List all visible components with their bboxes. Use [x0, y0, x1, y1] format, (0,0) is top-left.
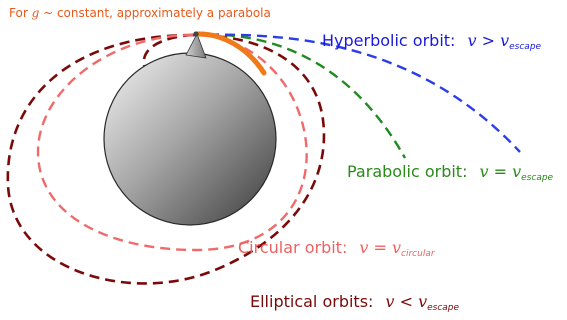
hyperbolic-orbit-name: Hyperbolic orbit: [322, 31, 455, 50]
circular-v-base: v [392, 238, 401, 257]
planet [104, 53, 276, 225]
mountain [186, 34, 206, 58]
elliptical-v-base: v [418, 292, 427, 311]
hyperbolic-subscript: escape [509, 42, 541, 52]
hyperbolic-relation: > [482, 31, 495, 50]
hyperbolic-v: v [467, 31, 476, 50]
parabolic-v: v [479, 162, 488, 181]
elliptical-relation: < [400, 292, 413, 311]
elliptical-orbit-name: Elliptical orbits: [250, 292, 373, 311]
elliptical-orbit-label: Elliptical orbits:v < vescape [250, 292, 459, 313]
elliptical-v: v [385, 292, 394, 311]
parabolic-orbit-label: Parabolic orbit:v = vescape [347, 162, 553, 183]
circular-orbit-label: Circular orbit:v = vcircular [238, 238, 435, 259]
parabolic-v-base: v [512, 162, 521, 181]
hyperbolic-v-base: v [500, 31, 509, 50]
parabolic-orbit-name: Parabolic orbit: [347, 162, 467, 181]
hyperbolic-orbit-label: Hyperbolic orbit:v > vescape [322, 31, 541, 52]
circular-orbit-name: Circular orbit: [238, 238, 347, 257]
circular-relation: = [373, 238, 386, 257]
circular-v: v [359, 238, 368, 257]
note-prefix: For [9, 6, 28, 20]
launch-point [193, 31, 198, 36]
parabolic-subscript: escape [521, 173, 553, 183]
parabola-note: For g ~ constant, approximately a parabo… [9, 6, 271, 20]
circular-subscript: circular [401, 249, 435, 259]
parabolic-relation: = [494, 162, 507, 181]
elliptical-subscript: escape [427, 303, 459, 313]
note-suffix: ~ constant, approximately a parabola [39, 6, 271, 20]
